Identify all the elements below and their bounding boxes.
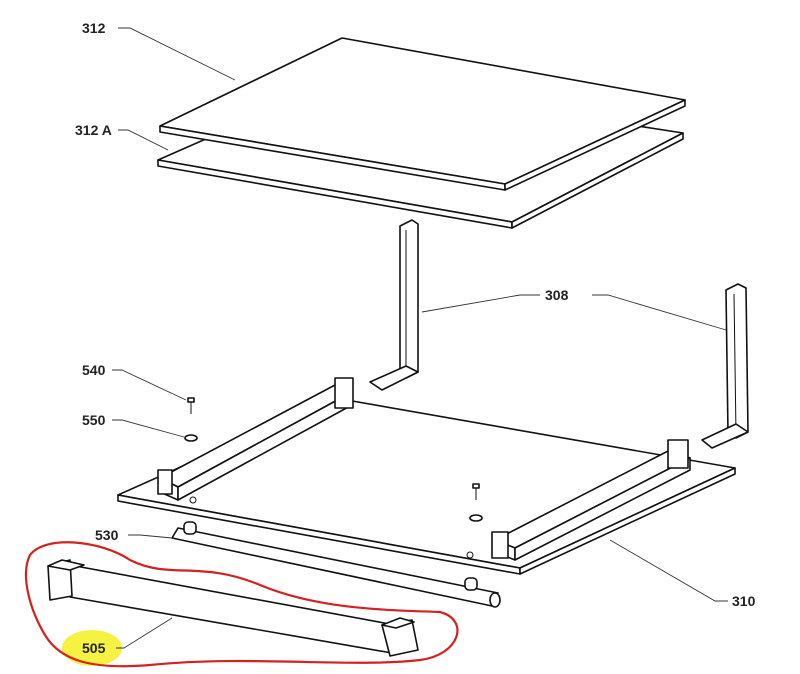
handle-bar-505 [47, 559, 419, 657]
label-505: 505 [82, 640, 106, 656]
label-308: 308 [545, 287, 569, 303]
washer-550 [184, 434, 198, 442]
hinge-308-left [369, 219, 419, 391]
screw-540 [187, 397, 195, 414]
glass-panel-312 [159, 37, 686, 191]
label-540: 540 [82, 362, 106, 378]
label-530: 530 [95, 527, 119, 543]
rail-left [157, 377, 354, 501]
rail-right [491, 439, 691, 561]
label-550: 550 [82, 412, 106, 428]
tube-530 [171, 521, 501, 608]
label-312: 312 [82, 20, 106, 36]
screw-center [469, 483, 483, 522]
label-highlight [62, 630, 122, 666]
leader-lines [112, 27, 728, 649]
annotation-outline [24, 541, 459, 668]
hinge-308-right [701, 283, 749, 449]
label-312a: 312 A [75, 122, 112, 138]
label-310: 310 [732, 593, 756, 609]
